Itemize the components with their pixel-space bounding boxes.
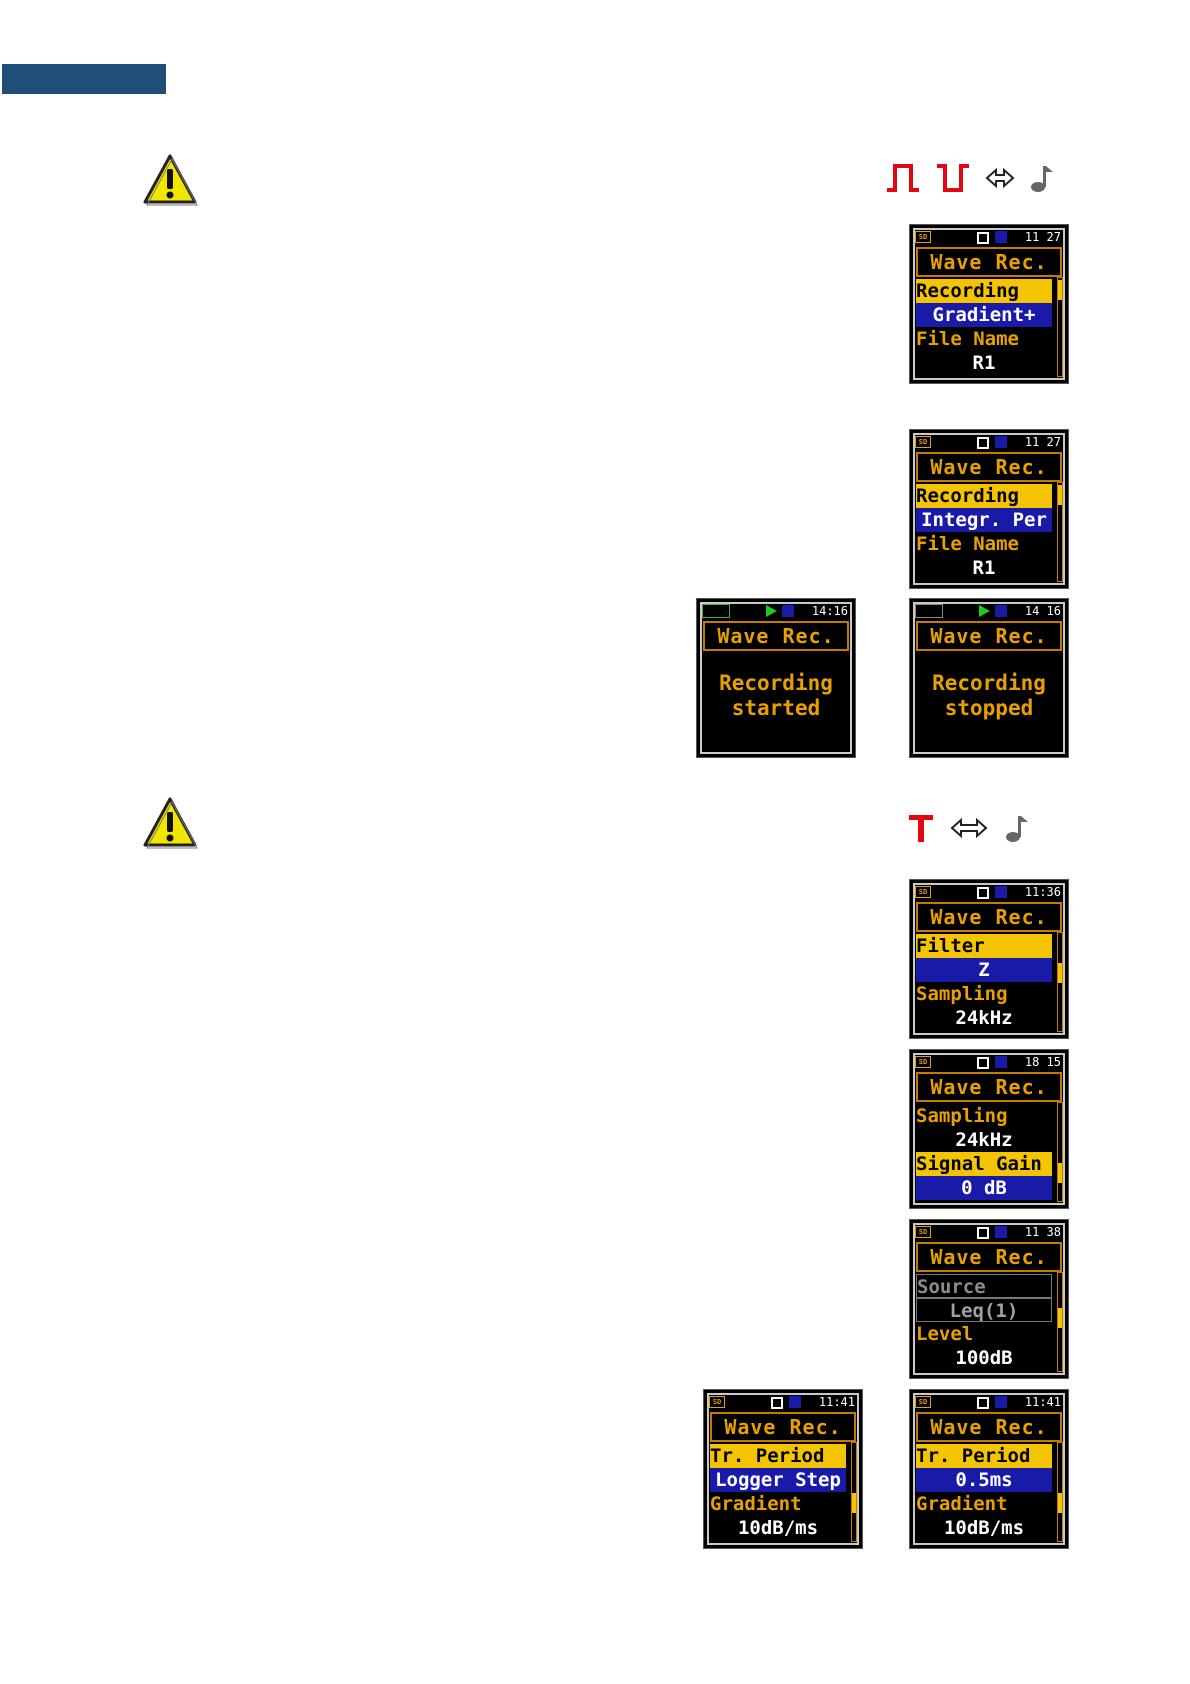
double-arrow-icon bbox=[985, 168, 1015, 188]
menu-label-signal-gain: Signal Gain bbox=[916, 1152, 1052, 1176]
battery-icon bbox=[995, 605, 1007, 617]
clock: 11:41 bbox=[818, 1395, 855, 1409]
clock: 11:36 bbox=[1024, 885, 1061, 899]
screen-title: Wave Rec. bbox=[916, 1242, 1062, 1272]
play-icon bbox=[766, 605, 777, 617]
battery-icon bbox=[782, 605, 794, 617]
menu-label-file-name: File Name bbox=[916, 533, 1019, 555]
clock: 14 16 bbox=[1024, 604, 1061, 618]
menu-value-file-name: R1 bbox=[972, 557, 996, 579]
menu-label-gradient: Gradient bbox=[710, 1493, 802, 1515]
trigger-icon-row bbox=[885, 158, 1055, 198]
sd-icon: SD bbox=[915, 1056, 931, 1068]
device-screen-wave-rec-1: SD 11 27 Wave Rec. Recording Gradient+ Fi… bbox=[909, 224, 1069, 384]
menu-value-selected[interactable]: Z bbox=[916, 958, 1052, 982]
play-icon bbox=[979, 605, 990, 617]
sd-icon: SD bbox=[709, 1396, 725, 1408]
sd-icon: SD bbox=[915, 231, 931, 243]
menu-value-selected[interactable]: 0.5ms bbox=[916, 1468, 1052, 1492]
menu-label-file-name: File Name bbox=[916, 328, 1019, 350]
battery-icon bbox=[995, 1056, 1007, 1068]
menu-value-level: 100dB bbox=[955, 1347, 1013, 1369]
t-trigger-icon bbox=[909, 815, 933, 842]
clock: 11 38 bbox=[1024, 1225, 1061, 1239]
menu-value-selected[interactable]: Logger Step bbox=[710, 1468, 846, 1492]
screen-title: Wave Rec. bbox=[703, 621, 849, 651]
clock: 11 27 bbox=[1024, 435, 1061, 449]
sd-icon: SD bbox=[915, 1396, 931, 1408]
menu-value-sampling: 24kHz bbox=[955, 1129, 1013, 1151]
menu-label-gradient: Gradient bbox=[916, 1493, 1008, 1515]
sd-icon: SD bbox=[915, 1226, 931, 1238]
menu-label-recording: Recording bbox=[916, 279, 1052, 303]
battery-icon bbox=[995, 1396, 1007, 1408]
recording-icon bbox=[915, 604, 943, 618]
sd-icon: SD bbox=[915, 436, 931, 448]
screen-title: Wave Rec. bbox=[710, 1412, 856, 1442]
battery-icon bbox=[995, 231, 1007, 243]
menu-value-selected[interactable]: Integr. Per bbox=[916, 508, 1052, 532]
screen-title: Wave Rec. bbox=[916, 621, 1062, 651]
menu-label-filter: Filter bbox=[916, 934, 1052, 958]
screen-title: Wave Rec. bbox=[916, 452, 1062, 482]
clock: 18 15 bbox=[1024, 1055, 1061, 1069]
screen-title: Wave Rec. bbox=[916, 1412, 1062, 1442]
clock: 14:16 bbox=[811, 604, 848, 618]
screen-title: Wave Rec. bbox=[916, 247, 1062, 277]
note-icon bbox=[1006, 816, 1028, 842]
slope-minus-icon bbox=[937, 164, 969, 192]
slope-plus-icon bbox=[887, 164, 919, 192]
clock: 11:41 bbox=[1024, 1395, 1061, 1409]
battery-icon bbox=[995, 1226, 1007, 1238]
warning-icon bbox=[143, 797, 198, 849]
menu-value-gradient: 10dB/ms bbox=[943, 1517, 1025, 1539]
note-icon bbox=[1031, 166, 1053, 192]
menu-value-selected[interactable]: 0 dB bbox=[916, 1176, 1052, 1200]
menu-value-gradient: 10dB/ms bbox=[737, 1517, 819, 1539]
warning-icon bbox=[143, 154, 198, 206]
screen-title: Wave Rec. bbox=[916, 902, 1062, 932]
device-screen-tr-period-value: SD 11:41 Wave Rec. Tr. Period 0.5ms Gradi… bbox=[909, 1389, 1069, 1549]
recording-icon bbox=[702, 604, 730, 618]
menu-label-sampling: Sampling bbox=[916, 1105, 1008, 1127]
menu-label-recording: Recording bbox=[916, 484, 1052, 508]
header-bar bbox=[2, 64, 166, 94]
battery-icon bbox=[995, 436, 1007, 448]
device-screen-signal-gain: SD 18 15 Wave Rec. Sampling 24kHz Signal … bbox=[909, 1049, 1069, 1209]
battery-icon bbox=[995, 886, 1007, 898]
screen-title: Wave Rec. bbox=[916, 1072, 1062, 1102]
menu-label-sampling: Sampling bbox=[916, 983, 1008, 1005]
menu-value-file-name: R1 bbox=[972, 352, 996, 374]
menu-value-source: Leq(1) bbox=[916, 1298, 1052, 1322]
device-screen-tr-period-logger: SD 11:41 Wave Rec. Tr. Period Logger Step… bbox=[703, 1389, 863, 1549]
device-screen-filter: SD 11:36 Wave Rec. Filter Z Sampling 24kH… bbox=[909, 879, 1069, 1039]
trigger-icon-row-2 bbox=[908, 808, 1030, 848]
menu-label-source: Source bbox=[916, 1274, 1052, 1298]
battery-icon bbox=[789, 1396, 801, 1408]
menu-label-tr-period: Tr. Period bbox=[710, 1444, 846, 1468]
menu-value-selected[interactable]: Gradient+ bbox=[916, 303, 1052, 327]
sd-icon: SD bbox=[915, 886, 931, 898]
menu-label-level: Level bbox=[916, 1323, 974, 1345]
menu-value-sampling: 24kHz bbox=[955, 1007, 1013, 1029]
device-screen-source: SD 11 38 Wave Rec. Source Leq(1) Level 10… bbox=[909, 1219, 1069, 1379]
clock: 11 27 bbox=[1024, 230, 1061, 244]
double-arrow-icon bbox=[950, 818, 988, 838]
menu-label-tr-period: Tr. Period bbox=[916, 1444, 1052, 1468]
